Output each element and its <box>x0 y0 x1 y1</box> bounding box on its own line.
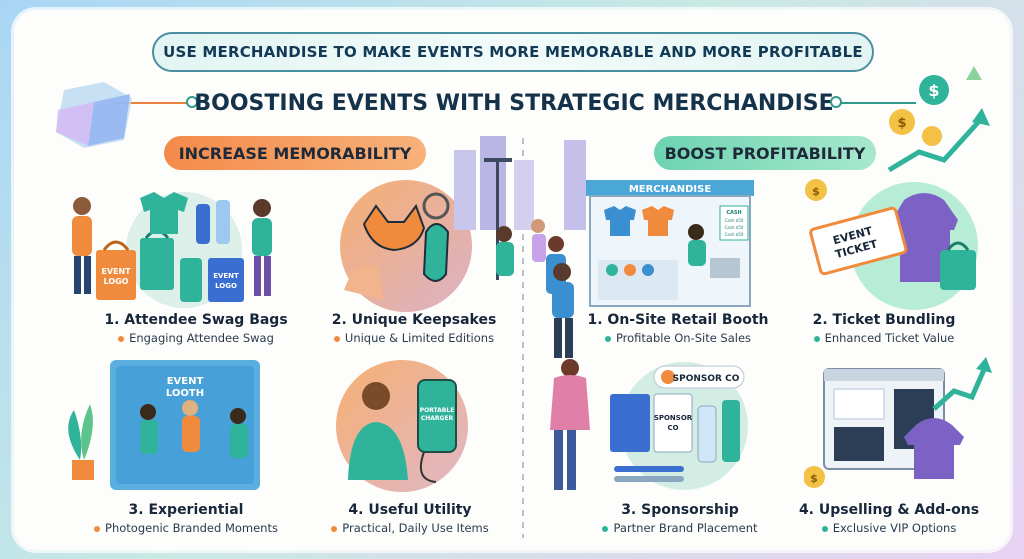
svg-text:CHARGER: CHARGER <box>421 415 454 422</box>
card-title: 2. Unique Keepsakes <box>331 312 497 328</box>
card-useful-utility: 4. Useful Utility Practical, Daily Use I… <box>310 502 510 535</box>
hexagon-decoration-icon <box>56 82 132 148</box>
svg-text:$: $ <box>928 81 939 100</box>
card-title: 4. Upselling & Add-ons <box>798 502 980 518</box>
svg-text:EVENT: EVENT <box>213 272 239 280</box>
ticket-bundling-illustration: EVENT TICKET $ <box>805 179 978 310</box>
bullet-dot <box>602 525 609 532</box>
experiential-photo-booth-illustration: EVENT LOOTH <box>68 360 260 490</box>
svg-text:CASH: CASH <box>726 210 741 216</box>
card-subtitle: Exclusive VIP Options <box>784 521 994 535</box>
card-title: 4. Useful Utility <box>348 502 472 518</box>
section-boost-profitability: BOOST PROFITABILITY <box>654 136 876 170</box>
upselling-illustration: $ <box>804 357 992 488</box>
svg-text:$: $ <box>810 472 818 485</box>
svg-text:$: $ <box>897 116 906 131</box>
card-subtitle: Partner Brand Placement <box>580 521 780 535</box>
card-title: 2. Ticket Bundling <box>812 312 956 328</box>
svg-text:SPONSOR CO: SPONSOR CO <box>673 374 740 384</box>
svg-text:Cash $50: Cash $50 <box>725 232 744 237</box>
card-title: 1. Attendee Swag Bags <box>104 312 288 328</box>
card-title: 1. On-Site Retail Booth <box>587 312 769 328</box>
card-experiential: 3. Experiential Photogenic Branded Momen… <box>76 502 296 535</box>
keepsakes-illustration <box>340 180 472 312</box>
svg-text:Cash $50: Cash $50 <box>725 225 744 230</box>
card-subtitle: Engaging Attendee Swag <box>86 331 306 345</box>
section-divider <box>522 138 524 538</box>
card-subtitle-text: Profitable On-Site Sales <box>615 331 752 345</box>
card-subtitle-text: Engaging Attendee Swag <box>129 331 274 345</box>
card-subtitle: Practical, Daily Use Items <box>310 521 510 535</box>
bullet-dot <box>331 525 338 532</box>
title-connector-left <box>114 102 194 104</box>
title-connector-dot-left <box>186 96 198 108</box>
bullet-dot <box>604 335 611 342</box>
svg-text:EVENT: EVENT <box>101 267 131 276</box>
svg-text:SPONSOR: SPONSOR <box>654 414 693 422</box>
card-title: 3. Sponsorship <box>621 502 739 518</box>
card-subtitle-text: Unique & Limited Editions <box>344 331 495 345</box>
infographic-frame: USE MERCHANDISE TO MAKE EVENTS MORE MEMO… <box>14 10 1010 550</box>
top-banner: USE MERCHANDISE TO MAKE EVENTS MORE MEMO… <box>152 32 874 72</box>
svg-text:CO: CO <box>667 424 678 432</box>
card-on-site-retail-booth: 1. On-Site Retail Booth Profitable On-Si… <box>578 312 778 345</box>
card-unique-keepsakes: 2. Unique Keepsakes Unique & Limited Edi… <box>314 312 514 345</box>
sponsorship-illustration: SPONSOR CO SPONSOR CO <box>550 359 748 490</box>
useful-utility-illustration: PORTABLE CHARGER <box>336 360 468 492</box>
card-subtitle-text: Enhanced Ticket Value <box>824 331 955 345</box>
svg-text:LOGO: LOGO <box>104 277 129 286</box>
card-sponsorship: 3. Sponsorship Partner Brand Placement <box>580 502 780 535</box>
title-connector-dot-right <box>830 96 842 108</box>
section-increase-memorability: INCREASE MEMORABILITY <box>164 136 426 170</box>
svg-text:MERCHANDISE: MERCHANDISE <box>629 184 712 195</box>
card-title: 3. Experiential <box>128 502 244 518</box>
svg-text:LOOTH: LOOTH <box>166 388 204 399</box>
svg-text:PORTABLE: PORTABLE <box>420 407 455 414</box>
svg-text:$: $ <box>812 185 820 198</box>
bullet-dot <box>333 335 340 342</box>
svg-text:Cash $50: Cash $50 <box>725 218 744 223</box>
money-growth-decoration-icon: $ $ <box>887 66 990 173</box>
card-subtitle-text: Practical, Daily Use Items <box>342 521 489 535</box>
bullet-dot <box>813 335 820 342</box>
card-subtitle: Profitable On-Site Sales <box>578 331 778 345</box>
bullet-dot <box>118 335 125 342</box>
title-connector-right <box>836 102 916 104</box>
card-subtitle: Unique & Limited Editions <box>314 331 514 345</box>
card-subtitle-text: Exclusive VIP Options <box>832 521 957 535</box>
svg-text:EVENT: EVENT <box>167 376 204 387</box>
card-subtitle: Enhanced Ticket Value <box>784 331 984 345</box>
bullet-dot <box>94 525 101 532</box>
svg-text:LOGO: LOGO <box>215 282 237 290</box>
card-ticket-bundling: 2. Ticket Bundling Enhanced Ticket Value <box>784 312 984 345</box>
card-subtitle: Photogenic Branded Moments <box>76 521 296 535</box>
card-subtitle-text: Partner Brand Placement <box>613 521 758 535</box>
card-upselling-add-ons: 4. Upselling & Add-ons Exclusive VIP Opt… <box>784 502 994 535</box>
swag-bags-illustration: EVENT LOGO EVENT LOGO <box>72 192 272 308</box>
card-subtitle-text: Photogenic Branded Moments <box>105 521 278 535</box>
card-attendee-swag-bags: 1. Attendee Swag Bags Engaging Attendee … <box>86 312 306 345</box>
bullet-dot <box>821 525 828 532</box>
retail-booth-illustration: MERCHANDISE CASH Cash $50 Cash $50 Cash … <box>454 136 754 307</box>
main-title: BOOSTING EVENTS WITH STRATEGIC MERCHANDI… <box>194 90 834 116</box>
booth-customer-icon <box>552 263 574 358</box>
